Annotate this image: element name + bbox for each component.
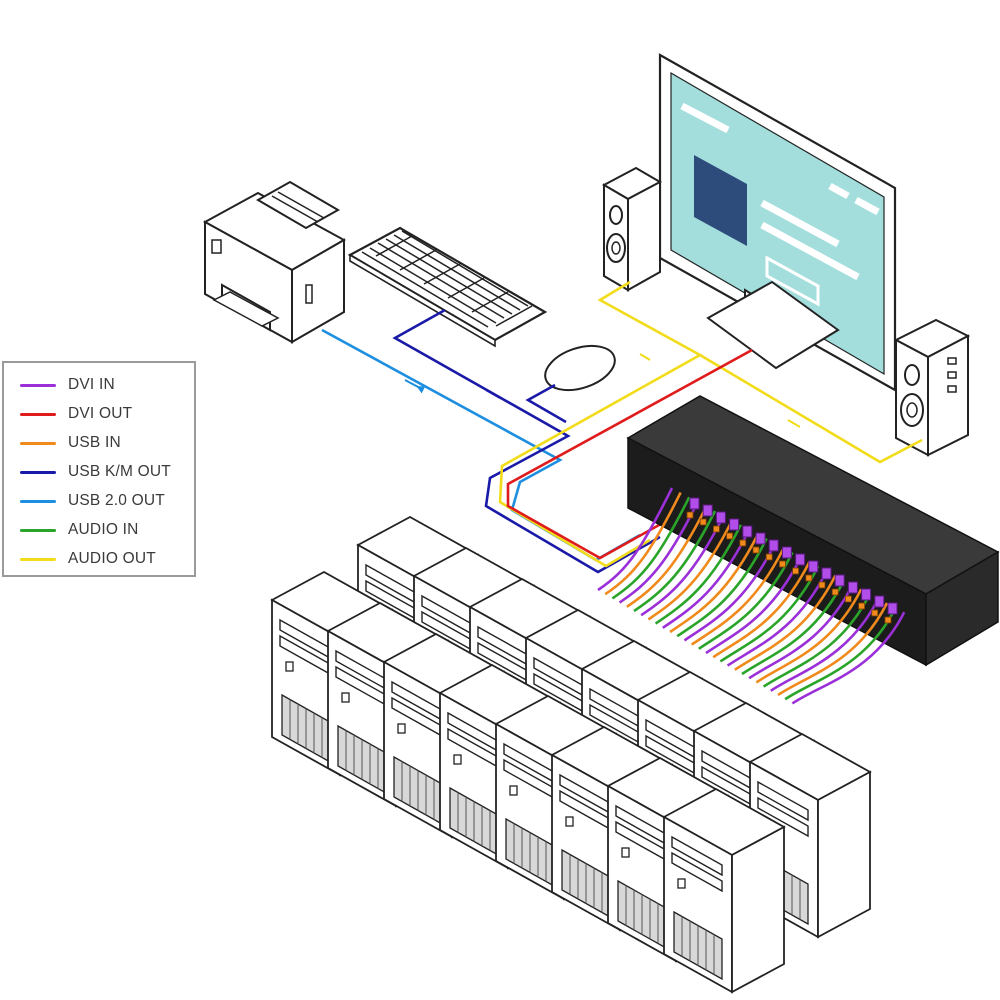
legend-swatch-usb-km-out — [20, 470, 56, 474]
cable — [633, 510, 717, 613]
dvi-port — [887, 602, 898, 615]
cable — [690, 547, 785, 646]
legend-swatch-dvi-out — [20, 412, 56, 416]
legend-swatch-dvi-in — [20, 383, 56, 387]
cable — [762, 593, 871, 688]
dvi-port — [795, 553, 806, 566]
legend-label: DVI OUT — [68, 405, 133, 422]
legend-item: AUDIO OUT — [20, 547, 156, 571]
cable — [734, 574, 837, 671]
cable — [755, 588, 863, 684]
legend-swatch-audio-out — [20, 557, 56, 561]
cable — [604, 492, 682, 596]
legend-label: USB IN — [68, 434, 121, 451]
dvi-port — [874, 595, 885, 608]
usb-port — [871, 609, 879, 617]
legend-swatch-usb-2-0-out — [20, 499, 56, 503]
speaker-icon — [893, 318, 971, 457]
usb-port — [765, 553, 773, 561]
cable — [719, 565, 820, 663]
cable — [611, 496, 691, 600]
dvi-port — [861, 588, 872, 601]
cable — [597, 487, 674, 592]
cable — [676, 538, 768, 638]
mouse-icon — [544, 344, 616, 392]
cable — [698, 551, 794, 650]
cable — [741, 579, 846, 676]
keyboard-icon — [347, 226, 548, 348]
usb-port — [792, 567, 799, 575]
cable-audio-out — [498, 280, 923, 568]
legend-label: USB 2.0 OUT — [68, 492, 165, 509]
cable — [626, 505, 708, 608]
legend-item: AUDIO IN — [20, 518, 139, 542]
legend-item: USB IN — [20, 431, 121, 455]
usb-port — [713, 525, 720, 533]
cable-usb-km-out — [392, 308, 661, 574]
cable — [770, 597, 880, 692]
usb-port — [752, 546, 760, 554]
legend-item: DVI IN — [20, 373, 115, 397]
cable — [654, 524, 742, 625]
speaker-icon — [601, 166, 663, 292]
usb-port — [686, 511, 694, 519]
usb-port — [884, 616, 892, 624]
cable — [618, 501, 699, 604]
legend-swatch-usb-in — [20, 441, 56, 445]
legend-swatch-audio-in — [20, 528, 56, 532]
cable — [662, 528, 751, 629]
dvi-port — [755, 532, 766, 545]
usb-port — [805, 574, 813, 582]
cable — [712, 561, 811, 659]
cable — [726, 570, 828, 667]
dvi-port — [847, 581, 858, 594]
usb-port — [726, 532, 733, 540]
cable — [748, 584, 854, 680]
usb-port — [818, 581, 826, 589]
cable — [647, 519, 734, 621]
legend-item: DVI OUT — [20, 402, 132, 426]
usb-port — [831, 588, 839, 596]
usb-port — [779, 560, 786, 568]
legend-label: USB K/M OUT — [68, 463, 171, 480]
cable-legend: DVI IN DVI OUT USB IN USB K/M OUT USB 2.… — [2, 361, 196, 577]
dvi-port — [834, 574, 845, 587]
cable — [669, 533, 760, 634]
legend-label: AUDIO IN — [68, 521, 139, 538]
legend-item: USB K/M OUT — [20, 460, 171, 484]
legend-label: DVI IN — [68, 376, 115, 393]
cable — [683, 542, 777, 642]
printer-icon — [202, 180, 347, 344]
dvi-port — [781, 546, 792, 559]
cable — [784, 607, 897, 701]
dvi-port — [768, 539, 779, 552]
dvi-port — [729, 518, 740, 531]
dvi-port — [715, 511, 726, 524]
cable — [705, 556, 803, 655]
dvi-port — [742, 525, 753, 538]
cable — [777, 602, 889, 697]
kvm-ports — [686, 497, 898, 624]
legend-label: AUDIO OUT — [68, 550, 156, 567]
dvi-port — [821, 567, 832, 580]
usb-port — [845, 595, 852, 603]
cable — [791, 611, 906, 705]
usb-port — [739, 539, 747, 547]
cable — [640, 515, 725, 617]
dvi-port — [702, 504, 713, 517]
dvi-port — [808, 560, 819, 573]
cable-bundle — [597, 487, 906, 705]
usb-port — [858, 602, 865, 610]
usb-port — [699, 518, 707, 526]
monitor-icon — [658, 53, 897, 392]
legend-item: USB 2.0 OUT — [20, 489, 165, 513]
dvi-port — [689, 497, 700, 510]
computer-bank — [270, 515, 872, 994]
computer-tower-icon — [662, 787, 786, 994]
